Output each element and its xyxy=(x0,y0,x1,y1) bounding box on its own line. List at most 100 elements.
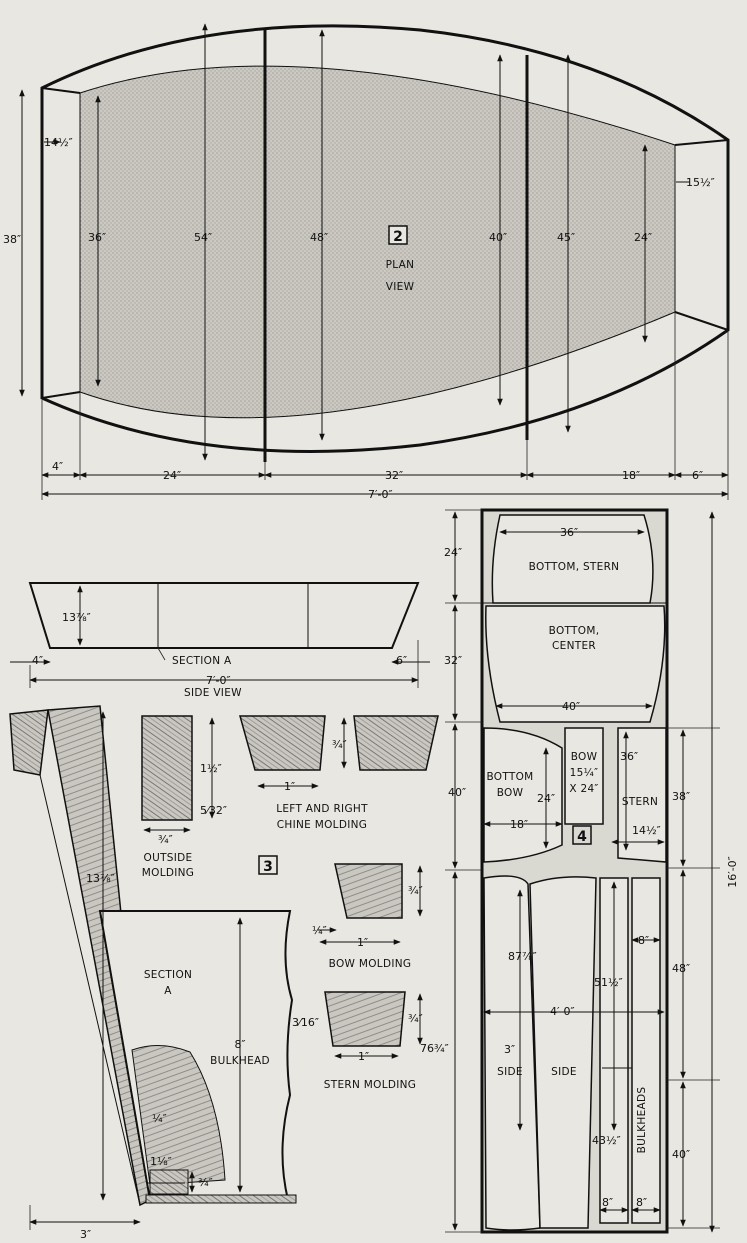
section-three-quarter: ¾″ xyxy=(198,1176,213,1189)
layout-total-16ft: 16′-0″ xyxy=(726,856,739,888)
bow-molding-width: 1″ xyxy=(357,936,368,949)
plan-bottom-18: 18″ xyxy=(622,469,640,482)
outside-molding-label1: OUTSIDE xyxy=(144,852,193,864)
plan-title-line1: PLAN xyxy=(386,259,415,271)
section-one-eighth: 1⅛″ xyxy=(150,1155,172,1168)
layout-43-5: 43½″ xyxy=(592,1134,621,1147)
side-overall-dim: 7′-0″ xyxy=(206,674,231,687)
bow-molding-label: BOW MOLDING xyxy=(329,958,412,970)
plan-dim-40: 40″ xyxy=(489,231,507,244)
outside-molding-small: 5⁄32″ xyxy=(200,804,227,817)
side-view-title: SIDE VIEW xyxy=(184,687,242,699)
chine-molding: ¾″ 1″ LEFT AND RIGHT CHINE MOLDING xyxy=(239,715,439,831)
plan-bottom-32: 32″ xyxy=(385,469,403,482)
layout-bottom-center-1: BOTTOM, xyxy=(549,625,600,637)
piece-side-right xyxy=(529,876,597,1229)
layout-bottom-bow-1: BOTTOM xyxy=(486,771,533,783)
side-height-dim: 13⅞″ xyxy=(62,611,91,624)
layout-stern-label: STERN xyxy=(622,796,658,808)
layout-figure-number-box xyxy=(572,825,592,845)
stern-molding-small: 3⁄16″ xyxy=(292,1016,319,1029)
plan-dim-45: 45″ xyxy=(557,231,575,244)
layout-side-2: SIDE xyxy=(551,1066,577,1078)
side-view-profile xyxy=(28,582,420,649)
section-figure-number-box xyxy=(258,855,278,875)
stern-molding-width: 1″ xyxy=(358,1050,369,1063)
layout-side-3: 3″ xyxy=(504,1043,515,1056)
section-chine-block xyxy=(9,709,49,776)
layout-side-1: SIDE xyxy=(497,1066,523,1078)
plan-dim-48: 48″ xyxy=(310,231,328,244)
plan-dim-15-5: 15½″ xyxy=(686,176,715,189)
piece-bottom-bow xyxy=(483,727,563,863)
plan-title-line2: VIEW xyxy=(386,281,415,293)
layout-bottom-center-2: CENTER xyxy=(552,640,596,652)
plan-dim-36: 36″ xyxy=(88,231,106,244)
layout-bottom-stern: BOTTOM, STERN xyxy=(529,561,620,573)
layout-bow-3: X 24″ xyxy=(569,783,598,795)
layout-bulkheads: BULKHEADS xyxy=(636,1087,648,1154)
plan-figure-number-box xyxy=(388,225,408,245)
plan-bottom-24: 24″ xyxy=(163,469,181,482)
layout-stern-36: 36″ xyxy=(620,750,638,763)
outside-molding-label2: MOLDING xyxy=(142,867,194,879)
side-left-dim: 4″ xyxy=(32,654,43,667)
section-figure-number: 3 xyxy=(263,859,273,875)
bow-molding-quarter: ¼″ xyxy=(312,924,327,937)
layout-bow-2: 15¼″ xyxy=(570,767,599,779)
outside-molding-width: ¾″ xyxy=(158,833,173,846)
section-height-dim: 13⅞″ xyxy=(86,872,115,885)
layout-8-top: 8″ xyxy=(638,934,649,947)
bow-molding-height: ¾″ xyxy=(408,884,423,897)
side-section-label: SECTION A xyxy=(172,655,232,667)
chine-molding-right xyxy=(353,715,439,771)
layout-bow-24: 24″ xyxy=(537,792,555,805)
stern-molding: ¾″ 3⁄16″ 1″ STERN MOLDING xyxy=(292,991,423,1091)
cutting-layout: 4 36″ BOTTOM, STERN xyxy=(420,508,739,1234)
plan-inner-area xyxy=(79,65,676,419)
plan-bottom-6: 6″ xyxy=(692,469,703,482)
stern-molding-height: ¾″ xyxy=(408,1012,423,1025)
section-small-block xyxy=(149,1169,189,1195)
plan-figure-number: 2 xyxy=(393,229,403,245)
chine-molding-width: 1″ xyxy=(284,780,295,793)
layout-8-bottom-left: 8″ xyxy=(602,1196,613,1209)
outside-molding: 1½″ ¾″ 5⁄32″ OUTSIDE MOLDING xyxy=(141,715,227,879)
plan-overall-7ft: 7′-0″ xyxy=(368,488,393,501)
piece-bottom-center xyxy=(485,605,666,723)
outside-molding-height: 1½″ xyxy=(200,762,222,775)
side-view: 13⅞″ 4″ 6″ SECTION A 7′-0″ SIDE VIEW xyxy=(10,582,430,699)
layout-bottom-bow-2: BOW xyxy=(497,787,524,799)
chine-molding-height: ¾″ xyxy=(332,738,347,751)
piece-bow xyxy=(564,727,604,825)
piece-bulkhead-2 xyxy=(631,877,661,1224)
outside-molding-shape xyxy=(141,715,193,821)
layout-mid-40: 40″ xyxy=(562,700,580,713)
section-bottom-strip xyxy=(145,1194,297,1204)
plan-bottom-4: 4″ xyxy=(52,460,63,473)
chine-molding-label2: CHINE MOLDING xyxy=(277,819,367,831)
side-right-dim: 6″ xyxy=(396,654,407,667)
bow-molding: ¾″ ¼″ 1″ BOW MOLDING xyxy=(312,863,423,970)
section-label-line1: SECTION xyxy=(144,969,192,981)
section-bulkhead-cutout xyxy=(131,1045,226,1186)
bulkhead-dim: 8″ xyxy=(234,1038,245,1051)
plan-dim-38: 38″ xyxy=(3,233,21,246)
bow-molding-shape xyxy=(334,863,403,919)
layout-left-24: 24″ xyxy=(444,546,462,559)
layout-bow-1: BOW xyxy=(571,751,598,763)
layout-bow-18: 18″ xyxy=(510,818,528,831)
layout-top-36: 36″ xyxy=(560,526,578,539)
layout-left-32: 32″ xyxy=(444,654,462,667)
section-label-line2: A xyxy=(164,985,172,997)
stern-molding-label: STERN MOLDING xyxy=(324,1079,416,1091)
plan-dim-54: 54″ xyxy=(194,231,212,244)
layout-side-87: 87⅞″ xyxy=(508,950,537,963)
piece-stern xyxy=(617,727,667,863)
layout-left-40: 40″ xyxy=(448,786,466,799)
layout-right-38: 38″ xyxy=(672,790,690,803)
plan-dim-24: 24″ xyxy=(634,231,652,244)
plan-dim-14-5: 14½″ xyxy=(44,136,73,149)
layout-stern-14-5: 14½″ xyxy=(632,824,661,837)
layout-right-40: 40″ xyxy=(672,1148,690,1161)
